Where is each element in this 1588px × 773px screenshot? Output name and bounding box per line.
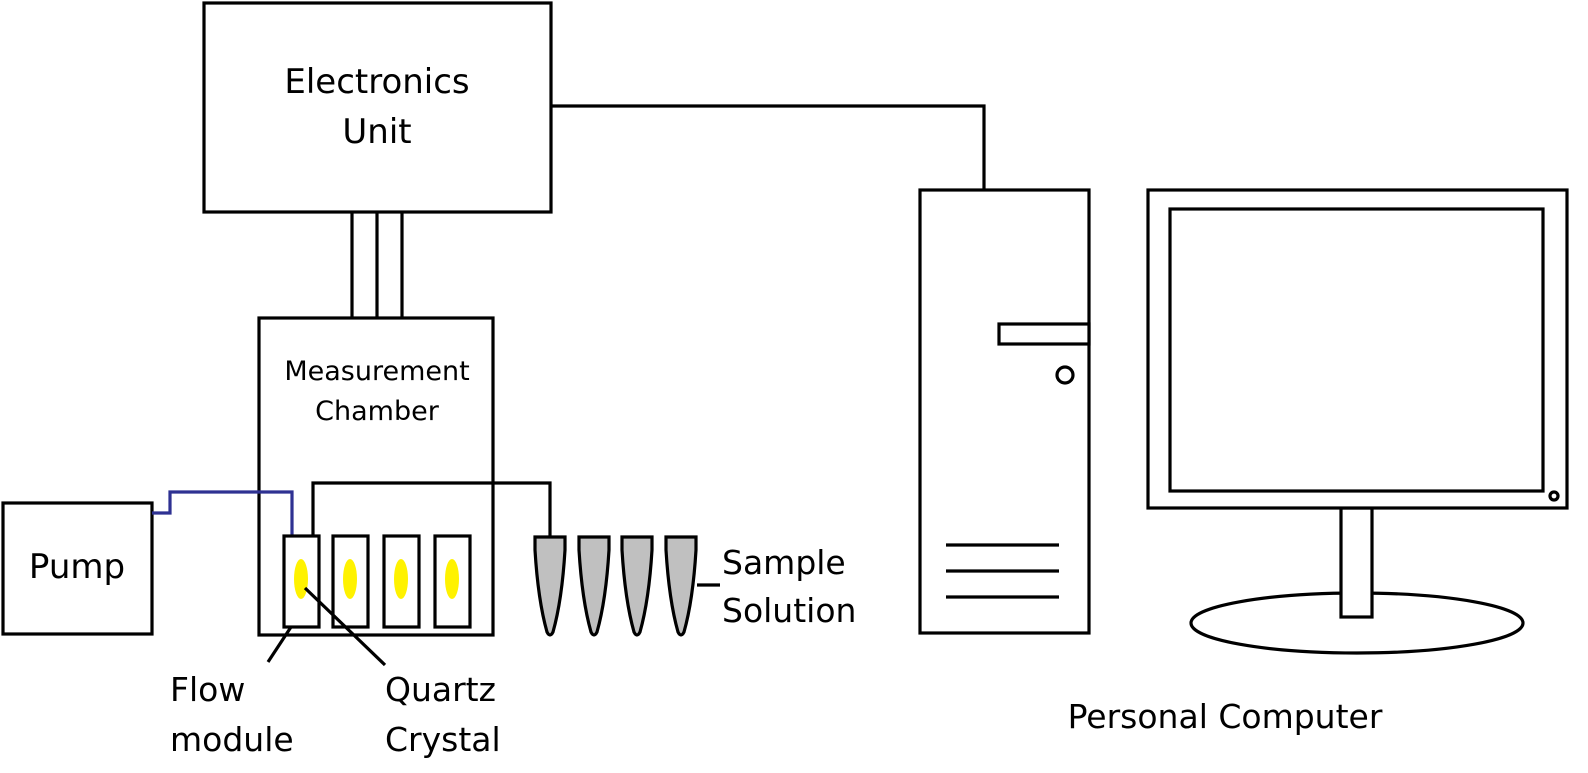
flow-module xyxy=(331,534,370,629)
electronics-to-computer-cable xyxy=(551,104,986,190)
electronics-unit: Electronics Unit xyxy=(202,1,553,214)
measurement-chamber-label-line2: Chamber xyxy=(315,396,440,427)
quartz-crystal xyxy=(343,559,357,599)
quartz-crystal xyxy=(294,559,308,599)
sample-solution-label-line1: Sample xyxy=(722,543,846,582)
measurement-chamber-label-line1: Measurement xyxy=(284,356,469,387)
quartz-crystal-leader xyxy=(303,586,387,667)
flow-modules xyxy=(282,534,472,629)
flow-module-label-line2: module xyxy=(170,720,294,759)
flow-module xyxy=(282,534,321,629)
flow-module-label-line1: Flow xyxy=(170,670,245,709)
sample-intake-tube xyxy=(311,481,552,537)
electronics-to-chamber-cables xyxy=(350,212,404,318)
pump-label: Pump xyxy=(29,547,125,587)
flow-module xyxy=(382,534,421,629)
monitor xyxy=(1146,188,1569,655)
monitor-stand xyxy=(1339,506,1374,619)
flow-module xyxy=(433,534,472,629)
computer-tower xyxy=(918,188,1091,635)
flow-module-leader xyxy=(266,626,293,663)
drive-slot xyxy=(997,322,1091,346)
quartz-crystal xyxy=(445,559,459,599)
electronics-unit-label-line2: Unit xyxy=(342,112,411,152)
sample-solution-label-line2: Solution xyxy=(722,591,856,630)
personal-computer-label: Personal Computer xyxy=(1068,697,1383,736)
quartz-crystal-label-line1: Quartz xyxy=(385,670,496,709)
quartz-crystal xyxy=(394,559,408,599)
monitor-power-icon xyxy=(1548,490,1560,502)
sample-tubes xyxy=(533,535,698,637)
sample-tube xyxy=(577,535,611,637)
sample-tube xyxy=(533,535,567,637)
sample-tube xyxy=(664,535,698,637)
power-button xyxy=(1055,365,1075,385)
quartz-crystal-label-line2: Crystal xyxy=(385,720,501,759)
pump: Pump xyxy=(1,501,154,636)
sample-tube xyxy=(620,535,654,637)
monitor-screen xyxy=(1168,207,1545,493)
electronics-unit-label-line1: Electronics xyxy=(284,62,469,102)
pump-tube xyxy=(152,490,294,537)
